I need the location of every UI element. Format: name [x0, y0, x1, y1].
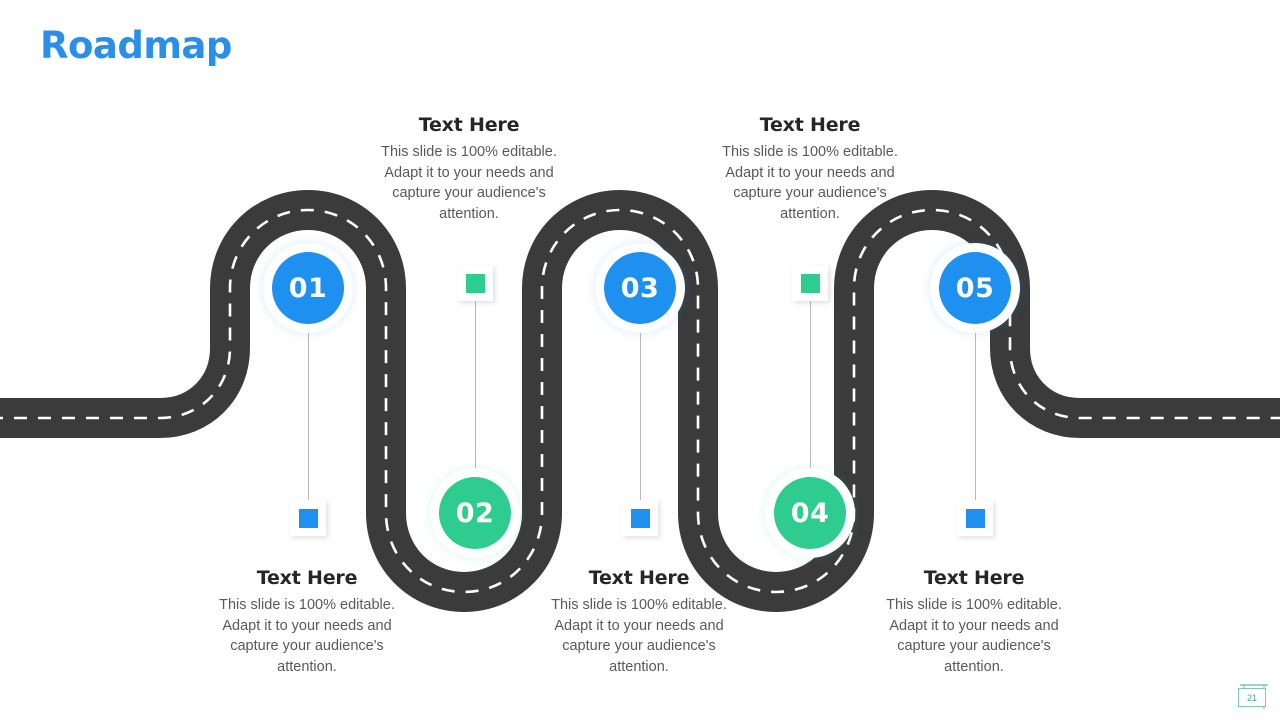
milestone-number-04: 04 — [790, 497, 830, 529]
milestone-circle-02[interactable]: 02 — [439, 477, 511, 549]
text-block-title: Text Here — [759, 114, 861, 136]
square-marker-blue-icon — [630, 508, 650, 528]
text-block-body: This slide is 100% editable. Adapt it to… — [886, 597, 1062, 675]
connector-line-2 — [475, 300, 476, 472]
text-block-body: This slide is 100% editable. Adapt it to… — [219, 597, 395, 675]
text-block-body: This slide is 100% editable. Adapt it to… — [722, 144, 898, 222]
text-block-body: This slide is 100% editable. Adapt it to… — [551, 597, 727, 675]
square-marker-blue-icon — [298, 508, 318, 528]
text-block-top-2: Text Here This slide is 100% editable. A… — [710, 114, 910, 224]
connector-line-1 — [308, 330, 309, 502]
road-dashed-centerline — [0, 208, 1280, 594]
text-block-title: Text Here — [418, 114, 520, 136]
marker-card-2[interactable] — [457, 265, 493, 301]
square-marker-green-icon — [465, 273, 485, 293]
text-block-title: Text Here — [588, 567, 690, 589]
milestone-circle-01[interactable]: 01 — [272, 252, 344, 324]
milestone-number-01: 01 — [288, 272, 328, 304]
marker-card-4[interactable] — [792, 265, 828, 301]
page-number: 21 — [1238, 688, 1266, 707]
milestone-circle-05[interactable]: 05 — [939, 252, 1011, 324]
text-block-title: Text Here — [923, 567, 1025, 589]
marker-card-1[interactable] — [290, 500, 326, 536]
page-number-badge: 21 — [1238, 682, 1270, 712]
text-block-title: Text Here — [256, 567, 358, 589]
milestone-number-02: 02 — [455, 497, 495, 529]
marker-card-5[interactable] — [957, 500, 993, 536]
milestone-circle-04[interactable]: 04 — [774, 477, 846, 549]
text-block-bottom-3: Text Here This slide is 100% editable. A… — [874, 567, 1074, 677]
text-block-top-1: Text Here This slide is 100% editable. A… — [369, 114, 569, 224]
connector-line-5 — [975, 330, 976, 502]
milestone-number-03: 03 — [620, 272, 660, 304]
page-title: Roadmap — [40, 24, 232, 67]
square-marker-blue-icon — [965, 508, 985, 528]
connector-line-3 — [640, 330, 641, 502]
text-block-bottom-1: Text Here This slide is 100% editable. A… — [207, 567, 407, 677]
milestone-number-05: 05 — [955, 272, 995, 304]
marker-card-3[interactable] — [622, 500, 658, 536]
text-block-body: This slide is 100% editable. Adapt it to… — [381, 144, 557, 222]
milestone-circle-03[interactable]: 03 — [604, 252, 676, 324]
connector-line-4 — [810, 300, 811, 472]
square-marker-green-icon — [800, 273, 820, 293]
text-block-bottom-2: Text Here This slide is 100% editable. A… — [539, 567, 739, 677]
